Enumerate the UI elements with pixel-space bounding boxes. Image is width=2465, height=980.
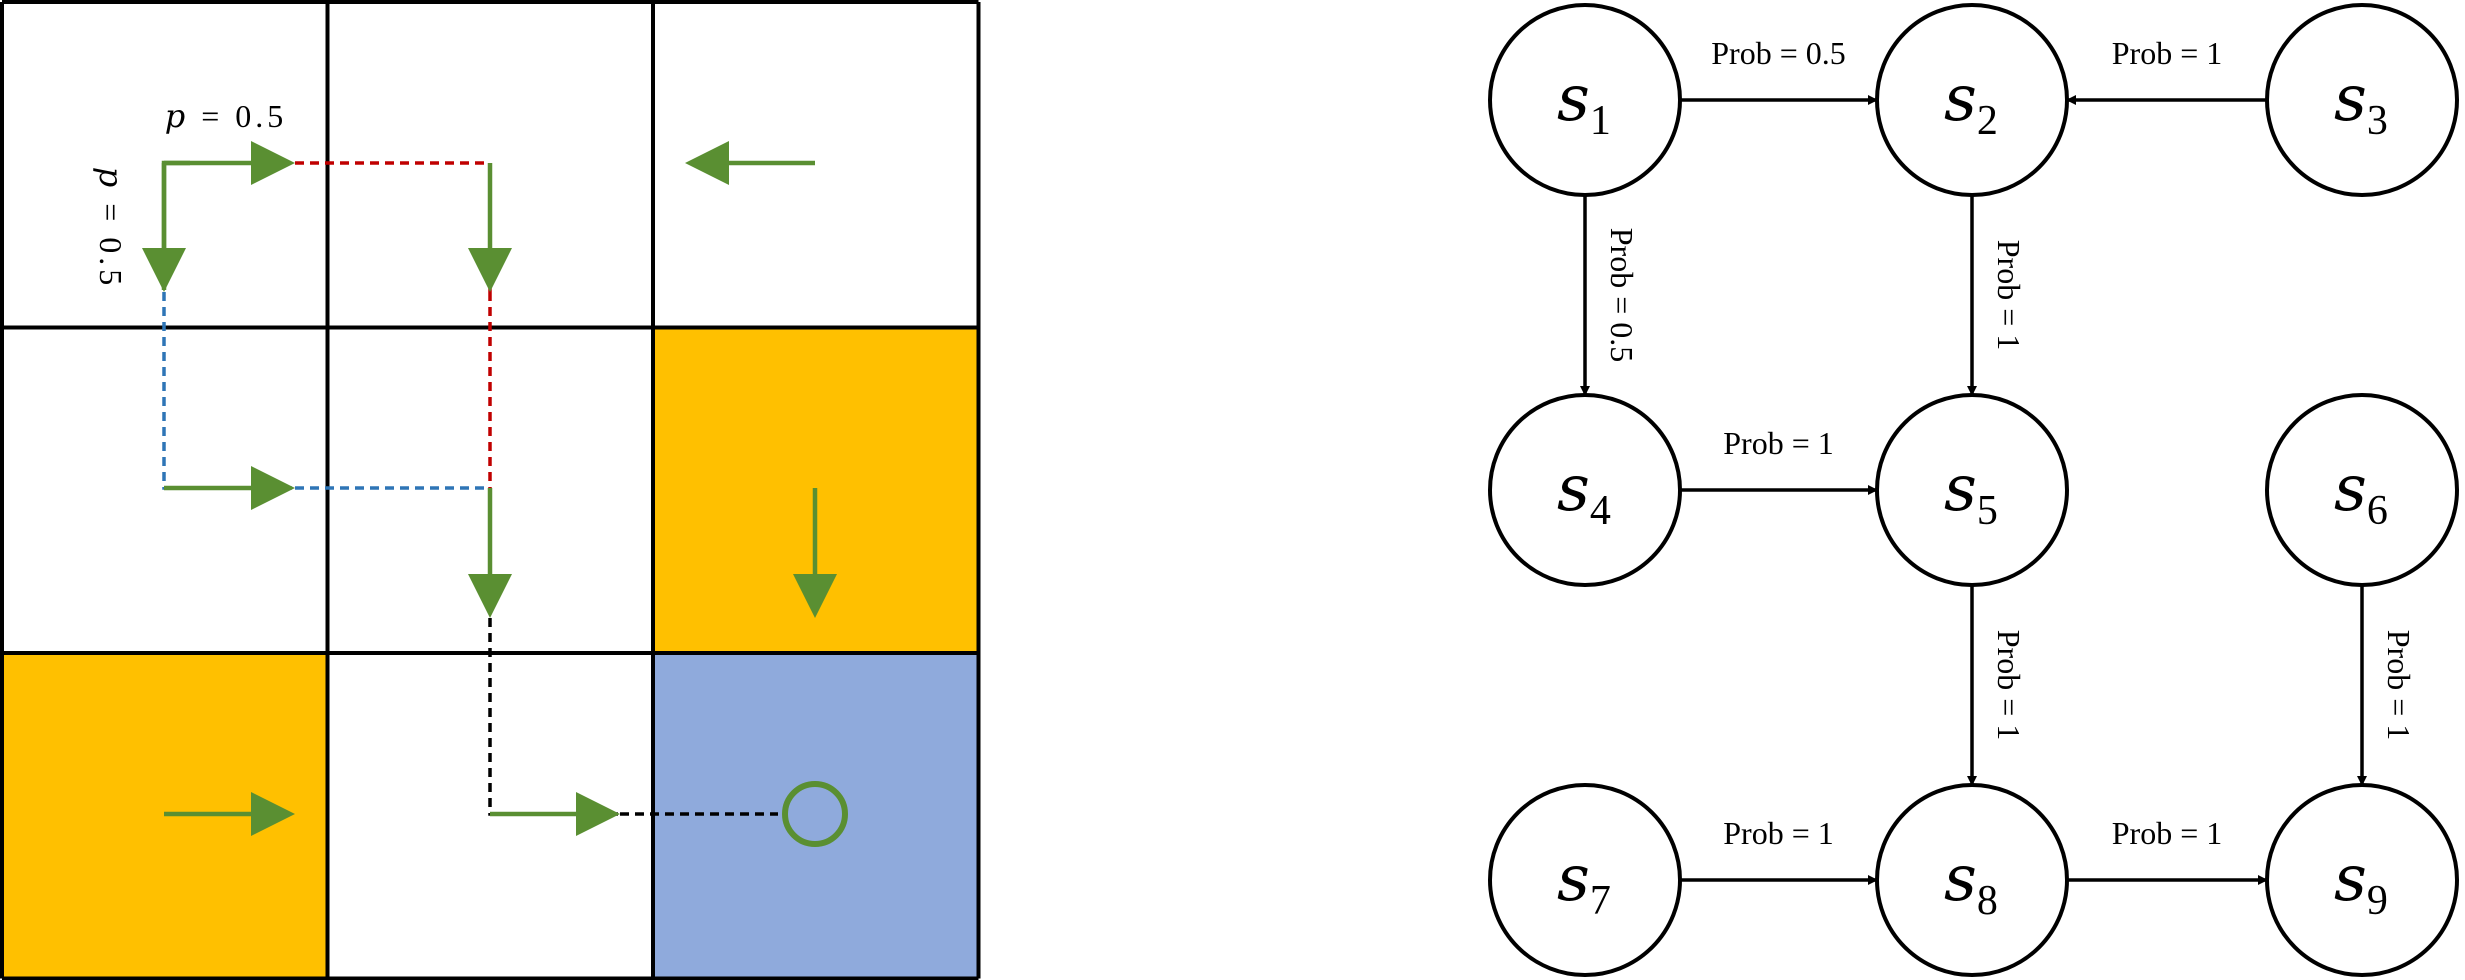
node-circle [2265, 3, 2459, 197]
arrow-right-icon [490, 792, 620, 836]
node-label: s2 [1944, 62, 1998, 144]
arrow-right-icon [164, 141, 295, 185]
arrow-right-icon-head [251, 141, 295, 185]
node-label-sub: 8 [1977, 878, 1998, 924]
edge-label: Prob = 1 [2112, 35, 2223, 71]
prob-label-down-value: 0.5 [93, 237, 129, 289]
edge-s3-s2: Prob = 1 [2066, 35, 2267, 105]
arrow-right-icon-head [251, 466, 295, 510]
node-label-sub: 6 [2367, 488, 2388, 534]
node-label: s5 [1944, 452, 1998, 534]
node-label-sub: 1 [1590, 98, 1611, 144]
arrow-left-icon [685, 141, 815, 185]
prob-label-down-p: p [92, 167, 130, 187]
edge-s1-s2: Prob = 0.5 [1680, 35, 1878, 105]
node-label: s4 [1557, 452, 1611, 534]
node-label-base: s [1944, 62, 1977, 136]
node-circle [1875, 393, 2069, 587]
node-label: s8 [1944, 842, 1998, 924]
prob-label-right-eq: = [201, 98, 219, 134]
edge-label: Prob = 1 [1723, 425, 1834, 461]
node-circle [1488, 3, 1682, 197]
edge-label: Prob = 1 [2112, 815, 2223, 851]
node-label-sub: 7 [1590, 878, 1611, 924]
arrow-down-icon-head [793, 574, 837, 618]
arrow-down-icon [793, 488, 837, 618]
node-s2: s2 [1875, 3, 2069, 197]
edge-s5-s8: Prob = 1 [1967, 585, 2027, 786]
arrow-down-icon-head [468, 248, 512, 292]
node-label-base: s [2334, 842, 2367, 916]
node-label-sub: 2 [1977, 98, 1998, 144]
edge-label: Prob = 0.5 [1604, 228, 1640, 363]
node-label-base: s [2334, 62, 2367, 136]
gridworld-panel: p = 0.5 p = 0.5 [0, 0, 981, 980]
node-label-base: s [1557, 452, 1590, 526]
node-label: s1 [1557, 62, 1611, 144]
arrow-down-icon [468, 163, 512, 292]
node-s4: s4 [1488, 393, 1682, 587]
arrow-right-icon [164, 466, 295, 510]
arrow-right-icon-head [576, 792, 620, 836]
node-label-base: s [2334, 452, 2367, 526]
arrow-down-icon-head [468, 574, 512, 618]
edge-s6-s9: Prob = 1 [2357, 585, 2417, 786]
edge-label: Prob = 1 [1991, 630, 2027, 741]
edge-label: Prob = 0.5 [1711, 35, 1846, 71]
node-label-base: s [1944, 452, 1977, 526]
arrow-down-icon [468, 488, 512, 618]
arrow-right-icon-head [251, 792, 295, 836]
prob-label-right-value: 0.5 [235, 98, 287, 134]
node-s5: s5 [1875, 393, 2069, 587]
node-s9: s9 [2265, 783, 2459, 977]
node-s7: s7 [1488, 783, 1682, 977]
grid-cell-r2c2 [653, 653, 979, 979]
node-label: s6 [2334, 452, 2388, 534]
goal-circle-icon [782, 781, 848, 847]
edge-s4-s5: Prob = 1 [1680, 425, 1878, 495]
node-label: s9 [2334, 842, 2388, 924]
node-label-base: s [1557, 842, 1590, 916]
edge-label: Prob = 1 [2381, 630, 2417, 741]
node-circle [1875, 3, 2069, 197]
node-s8: s8 [1875, 783, 2069, 977]
node-circle [1488, 393, 1682, 587]
arrow-down-icon-head [142, 248, 186, 292]
arrow-down-icon [142, 163, 186, 292]
prob-label-down: p = 0.5 [92, 167, 130, 290]
node-label-sub: 9 [2367, 878, 2388, 924]
edge-s2-s5: Prob = 1 [1967, 195, 2027, 396]
node-label-sub: 3 [2367, 98, 2388, 144]
node-s6: s6 [2265, 393, 2459, 587]
node-circle [2265, 393, 2459, 587]
edge-s7-s8: Prob = 1 [1680, 815, 1878, 885]
node-label-base: s [1557, 62, 1590, 136]
node-circle [1488, 783, 1682, 977]
edge-label: Prob = 1 [1991, 240, 2027, 351]
node-label-sub: 5 [1977, 488, 1998, 534]
node-label: s7 [1557, 842, 1611, 924]
prob-label-right: p = 0.5 [165, 97, 288, 135]
node-label: s3 [2334, 62, 2388, 144]
edge-label: Prob = 1 [1723, 815, 1834, 851]
edge-s8-s9: Prob = 1 [2067, 815, 2268, 885]
node-circle [2265, 783, 2459, 977]
arrow-right-icon [164, 792, 295, 836]
arrow-left-icon-head [685, 141, 729, 185]
node-label-base: s [1944, 842, 1977, 916]
node-circle [1875, 783, 2069, 977]
edge-s1-s4: Prob = 0.5 [1580, 195, 1640, 396]
node-label-sub: 4 [1590, 488, 1611, 534]
prob-label-down-eq: = [93, 203, 129, 221]
prob-label-right-p: p [165, 97, 185, 135]
policy-arrows [142, 141, 848, 847]
node-s3: s3 [2265, 3, 2459, 197]
node-s1: s1 [1488, 3, 1682, 197]
